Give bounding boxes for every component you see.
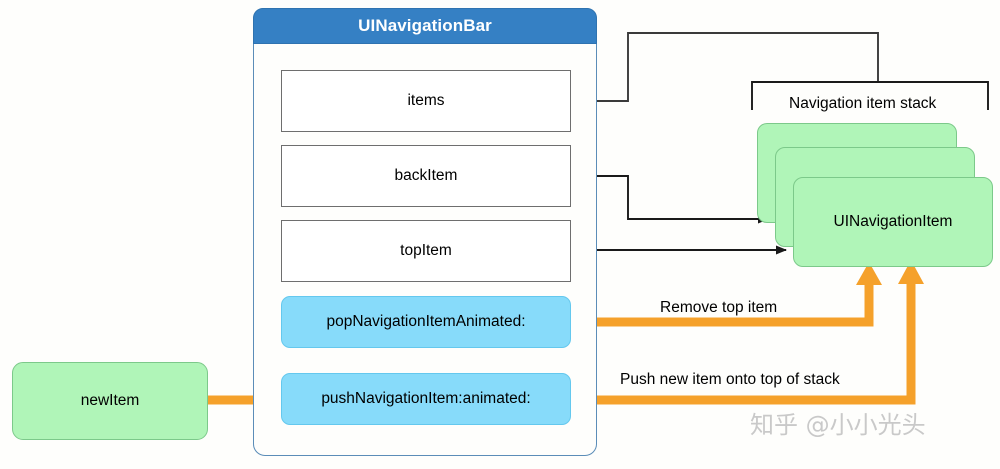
- stack-bracket: [751, 81, 989, 110]
- annotation-push-new-item: Push new item onto top of stack: [620, 371, 840, 388]
- new-item-box[interactable]: newItem: [12, 362, 208, 440]
- property-box-topitem[interactable]: topItem: [281, 220, 571, 282]
- arrow-push-new-item: [571, 260, 924, 405]
- property-box-backitem[interactable]: backItem: [281, 145, 571, 207]
- uinavigationbar-title: UINavigationBar: [253, 8, 597, 44]
- watermark: 知乎 @小小光头: [750, 411, 926, 439]
- property-box-items[interactable]: items: [281, 70, 571, 132]
- navigation-item-stack-caption: Navigation item stack: [789, 95, 937, 112]
- method-box-pop-navigation-item[interactable]: popNavigationItemAnimated:: [281, 296, 571, 348]
- method-box-push-navigation-item[interactable]: pushNavigationItem:animated:: [281, 373, 571, 425]
- connector-items-to-stack: [571, 32, 879, 102]
- arrow-remove-top-item: [571, 262, 882, 327]
- connector-backitem-to-item: [571, 175, 769, 224]
- navigation-item-stack-front[interactable]: UINavigationItem: [793, 177, 993, 267]
- annotation-remove-top-item: Remove top item: [660, 299, 778, 316]
